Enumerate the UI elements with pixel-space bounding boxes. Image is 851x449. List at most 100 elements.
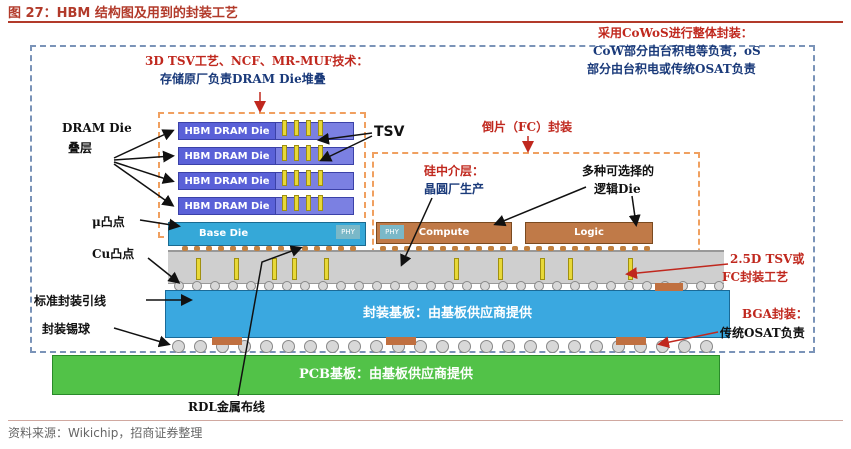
- interposer-via: [272, 258, 277, 280]
- bga-label-line1: BGA封装：: [742, 307, 808, 321]
- tsv-25d-label-line2: FC封装工艺: [722, 270, 789, 284]
- solder-ball: [282, 340, 295, 353]
- solder-ball: [260, 340, 273, 353]
- micro-bump: [560, 246, 566, 251]
- solder-ball: [458, 340, 471, 353]
- micro-bump: [314, 246, 320, 251]
- micro-bump: [464, 246, 470, 251]
- std-lead-label: 标准封装引线: [34, 294, 107, 308]
- tsv-via: [294, 120, 299, 136]
- solder-ball: [700, 340, 713, 353]
- phy-block-compute: PHY: [380, 225, 404, 239]
- interposer-via: [568, 258, 573, 280]
- pcb-board: PCB基板：由基板供应商提供: [52, 355, 720, 395]
- micro-bump: [536, 246, 542, 251]
- tsv-via: [294, 170, 299, 186]
- micro-bump: [428, 246, 434, 251]
- micro-bump: [488, 246, 494, 251]
- micro-bump: [338, 246, 344, 251]
- tsv-tech-note-line1: 3D TSV工艺、NCF、MR-MUF技术：: [145, 54, 369, 68]
- interposer-via: [324, 258, 329, 280]
- micro-bump: [182, 246, 188, 251]
- interposer-via: [196, 258, 201, 280]
- tsv-via: [282, 120, 287, 136]
- dram-die-3: HBM DRAM Die: [178, 172, 276, 190]
- cowos-note-line3: 部分由台积电或传统OSAT负责: [587, 62, 756, 76]
- solder-ball: [370, 340, 383, 353]
- interposer-via: [292, 258, 297, 280]
- interposer-via: [454, 258, 459, 280]
- solder-ball: [524, 340, 537, 353]
- tsv-via: [306, 170, 311, 186]
- solder-ball: [590, 340, 603, 353]
- solder-ball: [568, 340, 581, 353]
- tsv-via: [306, 120, 311, 136]
- solder-ball: [194, 340, 207, 353]
- solder-ball: [436, 340, 449, 353]
- solder-ball: [304, 340, 317, 353]
- micro-bump: [500, 246, 506, 251]
- micro-bump: [302, 246, 308, 251]
- micro-bump: [230, 246, 236, 251]
- micro-bump: [512, 246, 518, 251]
- tsv-via: [294, 195, 299, 211]
- micro-bump: [440, 246, 446, 251]
- solder-ball: [414, 340, 427, 353]
- interposer-via: [234, 258, 239, 280]
- interposer-note-line2: 晶圆厂生产: [424, 182, 485, 196]
- tsv-via: [282, 170, 287, 186]
- logic-note-line2: 逻辑Die: [594, 182, 641, 196]
- micro-bump: [380, 246, 386, 251]
- cowos-note-line2: CoW部分由台积电等负责，oS: [593, 44, 761, 58]
- interposer-via: [540, 258, 545, 280]
- tsv-25d-label-line1: 2.5D TSV或: [730, 252, 805, 266]
- micro-bump: [218, 246, 224, 251]
- micro-bump: [584, 246, 590, 251]
- micro-bump: [404, 246, 410, 251]
- micro-bump-label: μ凸点: [92, 215, 125, 229]
- micro-bump: [620, 246, 626, 251]
- tsv-via: [282, 195, 287, 211]
- fc-package-note: 倒片（FC）封装: [482, 120, 573, 134]
- substrate-pad: [386, 337, 416, 345]
- micro-bump: [476, 246, 482, 251]
- cowos-note-line1: 采用CoWoS进行整体封装：: [598, 26, 753, 40]
- micro-bump: [416, 246, 422, 251]
- tsv-via: [318, 170, 323, 186]
- micro-bump: [524, 246, 530, 251]
- micro-bump: [206, 246, 212, 251]
- figure-title: 图 27：HBM 结构图及用到的封装工艺: [8, 6, 238, 21]
- tsv-via: [294, 145, 299, 161]
- micro-bump: [548, 246, 554, 251]
- micro-bump: [242, 246, 248, 251]
- substrate-pad: [655, 283, 683, 291]
- compute-die: Compute: [376, 222, 512, 244]
- logic-die: Logic: [525, 222, 653, 244]
- dram-die-2: HBM DRAM Die: [178, 147, 276, 165]
- tsv-via: [306, 195, 311, 211]
- figure-source: 资料来源：Wikichip，招商证券整理: [8, 426, 203, 440]
- dram-die-4: HBM DRAM Die: [178, 197, 276, 215]
- micro-bump: [350, 246, 356, 251]
- micro-bump: [194, 246, 200, 251]
- tsv-label: TSV: [374, 124, 405, 140]
- solder-ball: [678, 340, 691, 353]
- micro-bump: [452, 246, 458, 251]
- dram-layers-label-line2: 叠层: [68, 141, 93, 155]
- base-die: Base Die: [168, 222, 366, 246]
- micro-bump: [644, 246, 650, 251]
- solder-ball: [326, 340, 339, 353]
- interposer-via: [498, 258, 503, 280]
- substrate-pad: [212, 337, 242, 345]
- micro-bump: [596, 246, 602, 251]
- micro-bump: [326, 246, 332, 251]
- tsv-via: [306, 145, 311, 161]
- tsv-via: [318, 195, 323, 211]
- micro-bump: [266, 246, 272, 251]
- phy-block-base: PHY: [336, 225, 360, 239]
- micro-bump: [608, 246, 614, 251]
- tsv-via: [282, 145, 287, 161]
- bga-label-line2: 传统OSAT负责: [720, 326, 805, 340]
- interposer-note-line1: 硅中介层：: [424, 164, 485, 178]
